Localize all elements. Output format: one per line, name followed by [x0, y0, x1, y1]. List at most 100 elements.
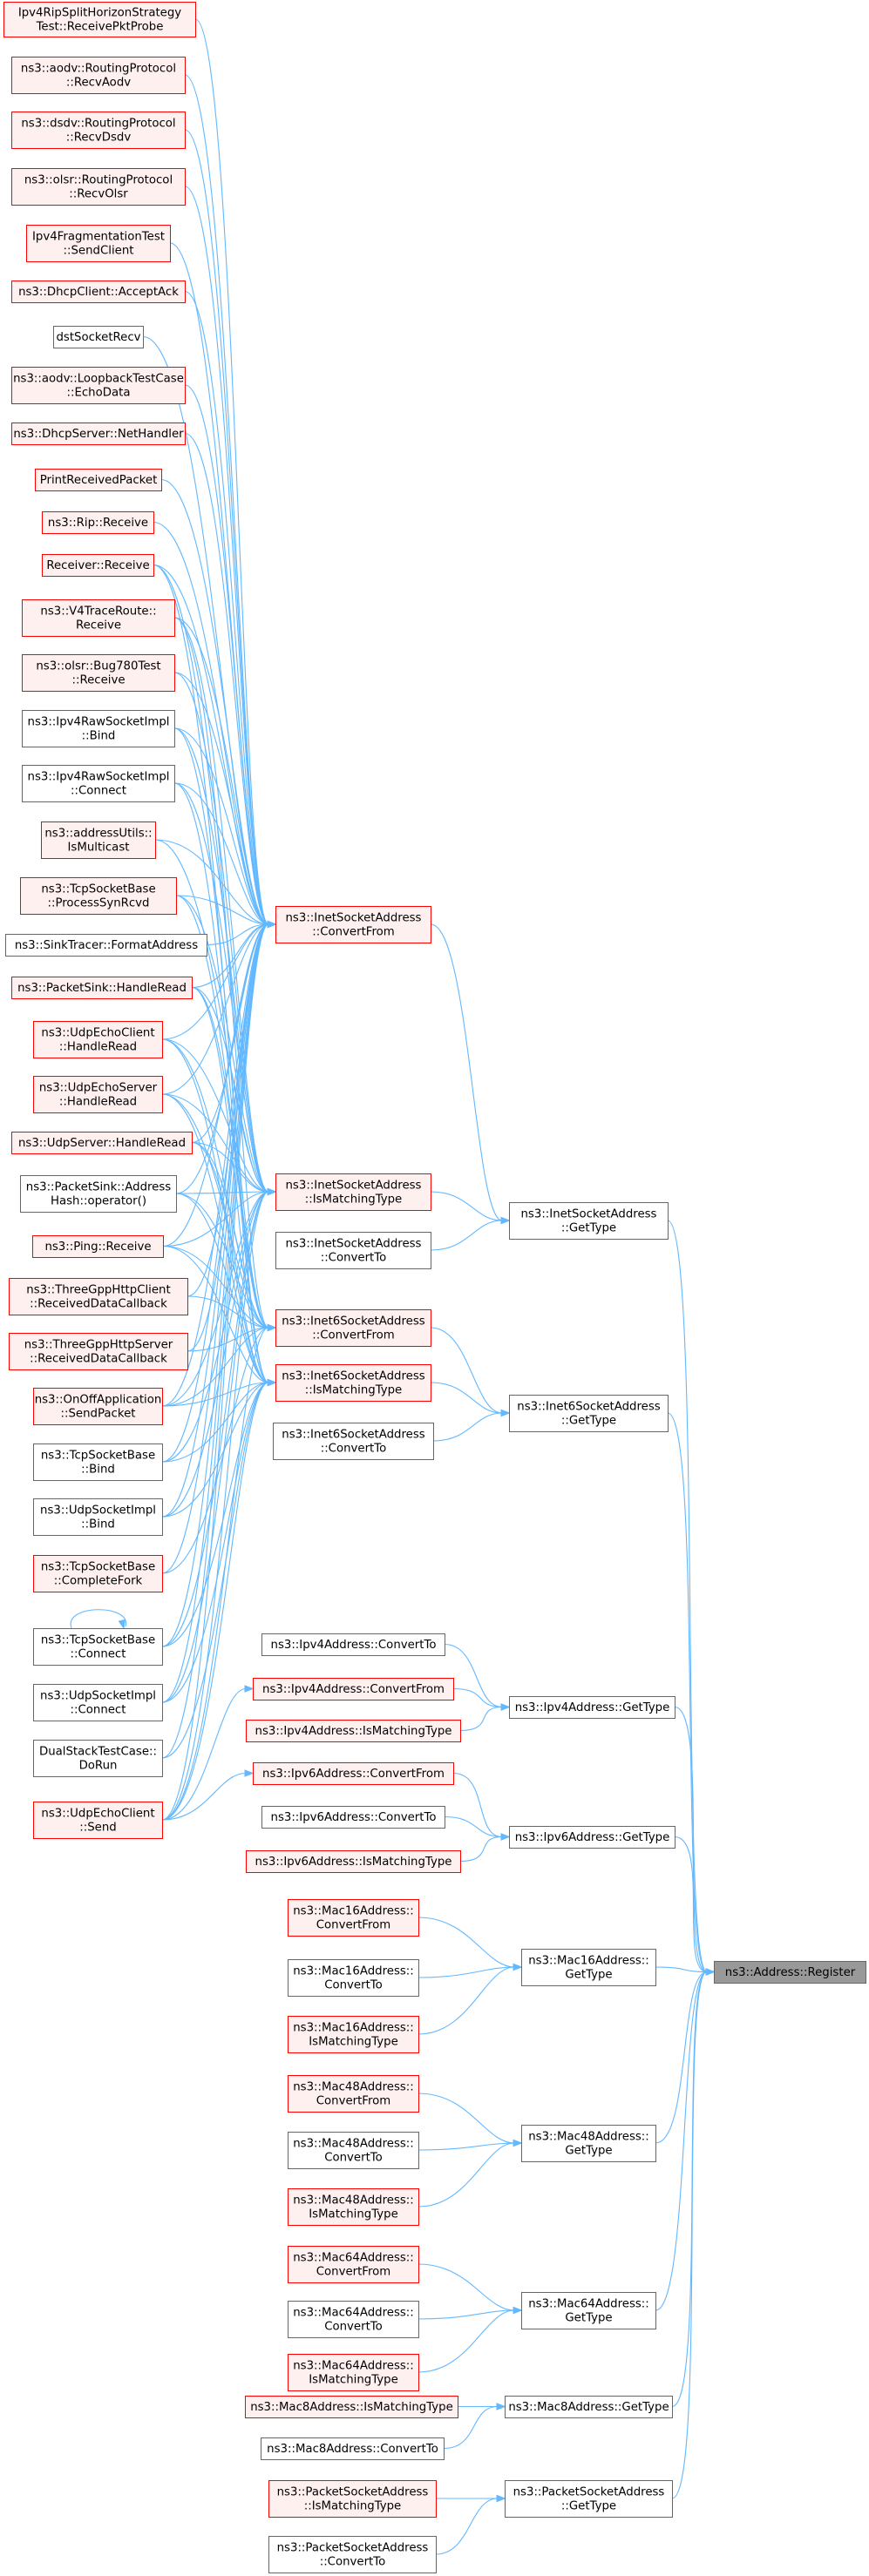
node-ns3-rip-receive[interactable]: ns3::Rip::Receive — [42, 511, 154, 534]
node-box[interactable] — [521, 2292, 656, 2329]
node-ns3-tcpsocketbase-processsynrcvd[interactable]: ns3::TcpSocketBase::ProcessSynRcvd — [20, 877, 177, 915]
node-ns3-packetsocketaddress-convertto[interactable]: ns3::PacketSocketAddress::ConvertTo — [268, 2536, 437, 2573]
node-box[interactable] — [33, 1628, 163, 1666]
node-ns3-threegpphttpclient-receiveddatacallback[interactable]: ns3::ThreeGppHttpClient::ReceivedDataCal… — [9, 1278, 188, 1315]
node-ns3-olsr-routingprotocol-recvolsr[interactable]: ns3::olsr::RoutingProtocol::RecvOlsr — [11, 168, 186, 206]
node-box[interactable] — [33, 1498, 163, 1536]
node-box[interactable] — [261, 1633, 445, 1656]
node-box[interactable] — [509, 1696, 676, 1719]
node-box[interactable] — [505, 2480, 673, 2518]
node-ns3-ipv4rawsocketimpl-bind[interactable]: ns3::Ipv4RawSocketImpl::Bind — [22, 710, 175, 747]
node-box[interactable] — [261, 1806, 445, 1829]
node-ns3-address-register[interactable]: ns3::Address::Register — [714, 1961, 866, 1984]
node-box[interactable] — [20, 877, 177, 915]
node-ns3-mac16address-convertto[interactable]: ns3::Mac16Address::ConvertTo — [288, 1959, 419, 1997]
node-ns3-inet6socketaddress-convertto[interactable]: ns3::Inet6SocketAddress::ConvertTo — [273, 1423, 434, 1460]
node-ns3-inetsocketaddress-convertfrom[interactable]: ns3::InetSocketAddress::ConvertFrom — [275, 906, 431, 943]
node-box[interactable] — [246, 1850, 461, 1873]
node-ns3-onoffapplication-sendpacket[interactable]: ns3::OnOffApplication::SendPacket — [33, 1388, 163, 1425]
node-ns3-ping-receive[interactable]: ns3::Ping::Receive — [32, 1235, 164, 1258]
node-ns3-mac16address-convertfrom[interactable]: ns3::Mac16Address::ConvertFrom — [288, 1899, 419, 1937]
node-box[interactable] — [22, 654, 175, 692]
node-box[interactable] — [246, 1720, 461, 1742]
node-ns3-ipv6address-convertto[interactable]: ns3::Ipv6Address::ConvertTo — [261, 1806, 445, 1829]
node-ns3-inet6socketaddress-convertfrom[interactable]: ns3::Inet6SocketAddress::ConvertFrom — [275, 1309, 431, 1347]
node-ns3-mac64address-convertto[interactable]: ns3::Mac64Address::ConvertTo — [288, 2301, 419, 2338]
node-ns3-mac48address-gettype[interactable]: ns3::Mac48Address::GetType — [521, 2125, 656, 2162]
node-box[interactable] — [275, 1309, 431, 1347]
node-ns3-ipv4address-convertfrom[interactable]: ns3::Ipv4Address::ConvertFrom — [253, 1678, 454, 1700]
node-ns3-ipv4address-convertto[interactable]: ns3::Ipv4Address::ConvertTo — [261, 1633, 445, 1656]
node-box[interactable] — [509, 1202, 669, 1240]
node-ns3-tcpsocketbase-connect[interactable]: ns3::TcpSocketBase::Connect — [33, 1628, 163, 1666]
node-box[interactable] — [288, 2246, 419, 2283]
node-ns3-aodv-loopbacktestcase-echodata[interactable]: ns3::aodv::LoopbackTestCase::EchoData — [11, 367, 186, 404]
node-box[interactable] — [275, 1232, 431, 1269]
node-ns3-tcpsocketbase-completefork[interactable]: ns3::TcpSocketBase::CompleteFork — [33, 1555, 163, 1592]
node-ns3-mac48address-ismatchingtype[interactable]: ns3::Mac48Address::IsMatchingType — [288, 2188, 419, 2226]
node-ns3-dhcpclient-acceptack[interactable]: ns3::DhcpClient::AcceptAck — [11, 281, 186, 303]
node-box[interactable] — [275, 906, 431, 943]
node-ns3-inet6socketaddress-gettype[interactable]: ns3::Inet6SocketAddress::GetType — [509, 1395, 669, 1432]
node-box[interactable] — [22, 765, 175, 802]
node-ns3-mac8address-ismatchingtype[interactable]: ns3::Mac8Address::IsMatchingType — [245, 2396, 458, 2418]
node-ns3-udpechoclient-handleread[interactable]: ns3::UdpEchoClient::HandleRead — [33, 1021, 163, 1058]
node-ns3-mac16address-ismatchingtype[interactable]: ns3::Mac16Address::IsMatchingType — [288, 2016, 419, 2053]
node-box[interactable] — [33, 1684, 163, 1721]
node-ns3-v4traceroute-receive[interactable]: ns3::V4TraceRoute::Receive — [22, 599, 175, 637]
node-box[interactable] — [5, 934, 207, 957]
node-ns3-udpserver-handleread[interactable]: ns3::UdpServer::HandleRead — [11, 1132, 193, 1154]
node-ns3-mac64address-gettype[interactable]: ns3::Mac64Address::GetType — [521, 2292, 656, 2329]
node-ipv4fragmentationtest-sendclient[interactable]: Ipv4FragmentationTest::SendClient — [26, 225, 171, 262]
node-ns3-ipv6address-gettype[interactable]: ns3::Ipv6Address::GetType — [509, 1826, 676, 1849]
node-box[interactable] — [11, 423, 186, 445]
node-ns3-dhcpserver-nethandler[interactable]: ns3::DhcpServer::NetHandler — [11, 423, 186, 445]
node-box[interactable] — [33, 1021, 163, 1058]
node-box[interactable] — [9, 1333, 188, 1370]
node-box[interactable] — [521, 2125, 656, 2162]
node-box[interactable] — [268, 2536, 437, 2573]
node-box[interactable] — [288, 1899, 419, 1937]
node-ns3-mac16address-gettype[interactable]: ns3::Mac16Address::GetType — [521, 1949, 656, 1986]
node-ns3-mac48address-convertfrom[interactable]: ns3::Mac48Address::ConvertFrom — [288, 2075, 419, 2113]
node-box[interactable] — [11, 977, 193, 999]
node-ns3-ipv6address-convertfrom[interactable]: ns3::Ipv6Address::ConvertFrom — [253, 1762, 454, 1785]
node-box[interactable] — [275, 1173, 431, 1211]
node-ns3-packetsocketaddress-ismatchingtype[interactable]: ns3::PacketSocketAddress::IsMatchingType — [268, 2480, 437, 2518]
node-ns3-ipv4address-ismatchingtype[interactable]: ns3::Ipv4Address::IsMatchingType — [246, 1720, 461, 1742]
node-dstsocketrecv[interactable]: dstSocketRecv — [53, 326, 144, 348]
node-ns3-packetsink-handleread[interactable]: ns3::PacketSink::HandleRead — [11, 977, 193, 999]
node-ns3-inetsocketaddress-gettype[interactable]: ns3::InetSocketAddress::GetType — [509, 1202, 669, 1240]
node-ns3-mac8address-gettype[interactable]: ns3::Mac8Address::GetType — [505, 2396, 673, 2418]
node-ns3-olsr-bug780test-receive[interactable]: ns3::olsr::Bug780Test::Receive — [22, 654, 175, 692]
node-box[interactable] — [22, 710, 175, 747]
node-box[interactable] — [268, 2480, 437, 2518]
node-box[interactable] — [33, 1076, 163, 1113]
node-ns3-udpechoserver-handleread[interactable]: ns3::UdpEchoServer::HandleRead — [33, 1076, 163, 1113]
node-box[interactable] — [261, 2437, 445, 2460]
node-ns3-mac48address-convertto[interactable]: ns3::Mac48Address::ConvertTo — [288, 2132, 419, 2169]
node-ns3-addressutils-ismulticast[interactable]: ns3::addressUtils::IsMulticast — [41, 821, 156, 859]
node-box[interactable] — [33, 1444, 163, 1481]
node-ns3-ipv6address-ismatchingtype[interactable]: ns3::Ipv6Address::IsMatchingType — [246, 1850, 461, 1873]
node-box[interactable] — [521, 1949, 656, 1986]
node-box[interactable] — [288, 2188, 419, 2226]
node-box[interactable] — [288, 2132, 419, 2169]
node-box[interactable] — [26, 225, 171, 262]
node-ipv4ripsplithorizonstrategy-test-receivepktprobe[interactable]: Ipv4RipSplitHorizonStrategyTest::Receive… — [3, 2, 196, 37]
node-box[interactable] — [32, 1235, 164, 1258]
node-ns3-udpsocketimpl-connect[interactable]: ns3::UdpSocketImpl::Connect — [33, 1684, 163, 1721]
node-ns3-mac8address-convertto[interactable]: ns3::Mac8Address::ConvertTo — [261, 2437, 445, 2460]
node-box[interactable] — [288, 2075, 419, 2113]
node-box[interactable] — [33, 1740, 163, 1777]
node-box[interactable] — [11, 281, 186, 303]
node-ns3-threegpphttpserver-receiveddatacallback[interactable]: ns3::ThreeGppHttpServer::ReceivedDataCal… — [9, 1333, 188, 1370]
node-ns3-udpsocketimpl-bind[interactable]: ns3::UdpSocketImpl::Bind — [33, 1498, 163, 1536]
node-box[interactable] — [288, 2016, 419, 2053]
node-ns3-ipv4address-gettype[interactable]: ns3::Ipv4Address::GetType — [509, 1696, 676, 1719]
node-ns3-inetsocketaddress-ismatchingtype[interactable]: ns3::InetSocketAddress::IsMatchingType — [275, 1173, 431, 1211]
node-ns3-udpechoclient-send[interactable]: ns3::UdpEchoClient::Send — [33, 1802, 163, 1839]
node-box[interactable] — [3, 2, 196, 37]
node-box[interactable] — [288, 2301, 419, 2338]
node-box[interactable] — [11, 168, 186, 206]
